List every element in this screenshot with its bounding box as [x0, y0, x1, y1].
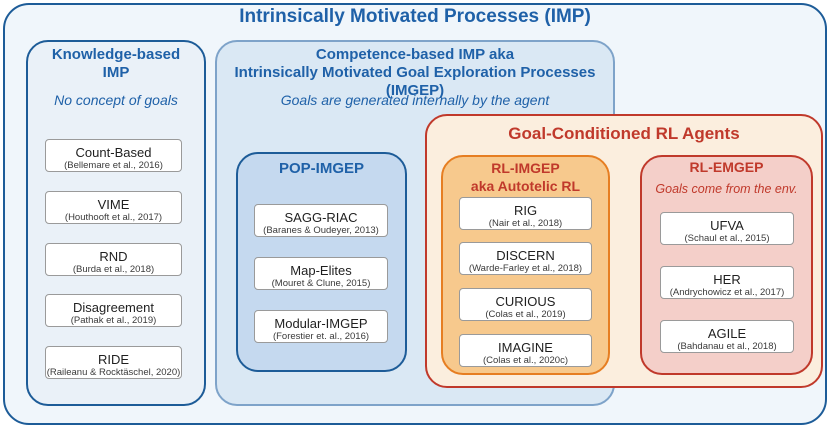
method-reference: (Houthooft et al., 2017)	[64, 212, 163, 223]
method-card-her: HER (Andrychowicz et al., 2017)	[660, 266, 794, 299]
method-card-vime: VIME (Houthooft et al., 2017)	[45, 191, 182, 224]
knowledge-based-title-line2: IMP	[102, 64, 130, 81]
method-card-agile: AGILE (Bahdanau et al., 2018)	[660, 320, 794, 353]
method-card-discern: DISCERN (Warde-Farley et al., 2018)	[459, 242, 592, 275]
method-name: RND	[99, 249, 128, 264]
competence-based-subtitle: Goals are generated internally by the ag…	[280, 92, 550, 108]
rl-imgep-title-line2: aka Autotelic RL	[470, 178, 581, 194]
knowledge-based-title: Knowledge-based IMP	[28, 46, 204, 82]
method-name: DISCERN	[496, 248, 555, 263]
knowledge-based-subtitle: No concept of goals	[54, 92, 178, 108]
method-reference: (Pathak et al., 2019)	[70, 315, 157, 326]
method-card-rig: RIG (Nair et al., 2018)	[459, 197, 592, 230]
method-card-rnd: RND (Burda et al., 2018)	[45, 243, 182, 276]
competence-based-title: Competence-based IMP aka Intrinsically M…	[217, 46, 613, 100]
method-reference: (Bahdanau et al., 2018)	[677, 341, 777, 352]
competence-based-title-line2: Intrinsically Motivated Goal Exploration…	[234, 64, 596, 99]
method-name: SAGG-RIAC	[284, 210, 358, 225]
method-name: AGILE	[707, 326, 747, 341]
method-reference: (Bellemare et al., 2016)	[64, 160, 163, 171]
method-card-ufva: UFVA (Schaul et al., 2015)	[660, 212, 794, 245]
rl-imgep-title: RL-IMGEP aka Autotelic RL	[443, 159, 608, 195]
method-reference: (Baranes & Oudeyer, 2013)	[263, 225, 379, 236]
method-card-modular-imgep: Modular-IMGEP (Forestier et. al., 2016)	[254, 310, 388, 343]
method-reference: (Burda et al., 2018)	[72, 264, 155, 275]
method-reference: (Mouret & Clune, 2015)	[271, 278, 371, 289]
method-reference: (Colas et al., 2019)	[485, 309, 566, 320]
competence-based-title-line1: Competence-based IMP aka	[315, 46, 515, 63]
method-name: HER	[713, 272, 741, 287]
rl-imgep-title-line1: RL-IMGEP	[491, 160, 560, 176]
method-name: VIME	[97, 197, 130, 212]
method-reference: (Colas et al., 2020c)	[482, 355, 568, 366]
method-name: CURIOUS	[495, 294, 556, 309]
goal-conditioned-rl-title: Goal-Conditioned RL Agents	[508, 124, 740, 143]
method-name: Map-Elites	[290, 263, 352, 278]
method-card-count-based: Count-Based (Bellemare et al., 2016)	[45, 139, 182, 172]
knowledge-based-title-line1: Knowledge-based	[51, 46, 181, 63]
method-name: IMAGINE	[498, 340, 553, 355]
imp-title: Intrinsically Motivated Processes (IMP)	[239, 6, 591, 27]
rl-emgep-subtitle: Goals come from the env.	[655, 182, 798, 196]
method-name: Modular-IMGEP	[274, 316, 368, 331]
method-card-imagine: IMAGINE (Colas et al., 2020c)	[459, 334, 592, 367]
method-card-sagg-riac: SAGG-RIAC (Baranes & Oudeyer, 2013)	[254, 204, 388, 237]
method-name: Disagreement	[73, 300, 154, 315]
method-name: UFVA	[710, 218, 744, 233]
method-card-disagreement: Disagreement (Pathak et al., 2019)	[45, 294, 182, 327]
method-name: RIDE	[97, 352, 130, 367]
method-reference: (Schaul et al., 2015)	[684, 233, 770, 244]
method-card-curious: CURIOUS (Colas et al., 2019)	[459, 288, 592, 321]
method-reference: (Nair et al., 2018)	[488, 218, 563, 229]
pop-imgep-title: POP-IMGEP	[278, 160, 364, 177]
method-name: Count-Based	[75, 145, 152, 160]
method-reference: (Warde-Farley et al., 2018)	[468, 263, 583, 274]
method-name: RIG	[513, 203, 538, 218]
method-card-ride: RIDE (Raileanu & Rocktäschel, 2020)	[45, 346, 182, 379]
method-reference: (Raileanu & Rocktäschel, 2020)	[46, 367, 181, 378]
method-card-map-elites: Map-Elites (Mouret & Clune, 2015)	[254, 257, 388, 290]
rl-emgep-title: RL-EMGEP	[689, 159, 764, 175]
method-reference: (Forestier et. al., 2016)	[272, 331, 370, 342]
method-reference: (Andrychowicz et al., 2017)	[669, 287, 785, 298]
